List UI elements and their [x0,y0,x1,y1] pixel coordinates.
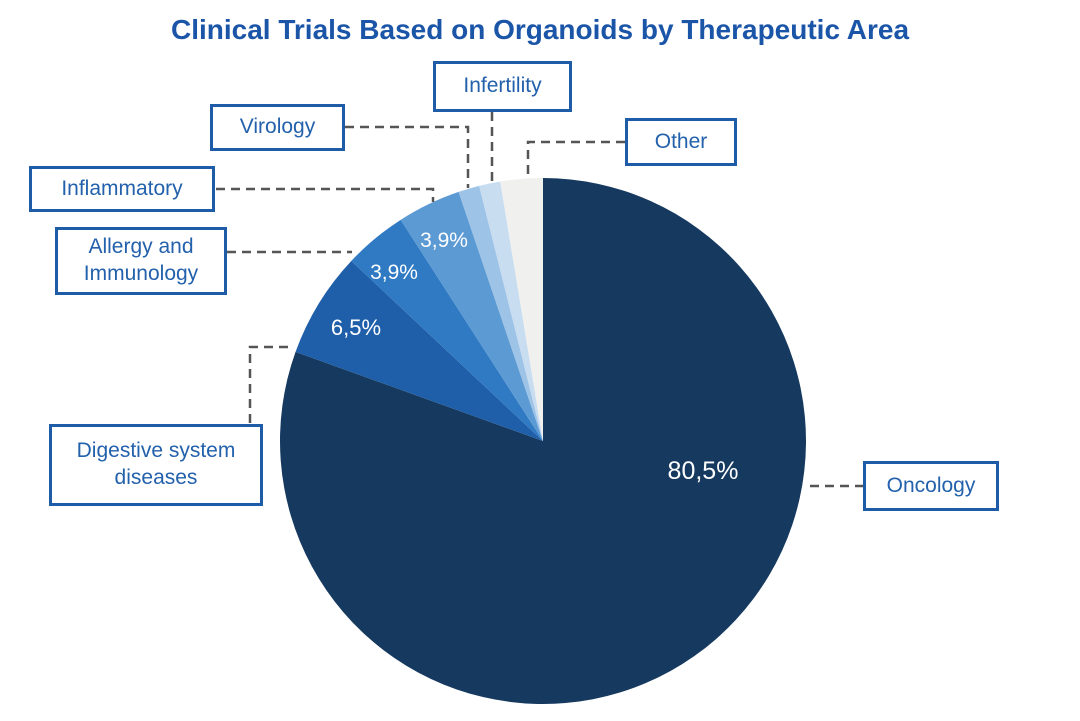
chart-title: Clinical Trials Based on Organoids by Th… [170,14,910,45]
callout-allergy-and-immunology: Allergy and Immunology [55,227,227,295]
leader-digestive [248,345,288,424]
value-label-inflammatory: 3,9% [420,229,468,252]
pie-value-labels: 80,5% 6,5% 3,9%3,9% [331,229,739,485]
callout-other: Other [625,118,737,166]
pie-slice-digestive-system-diseases [295,260,543,441]
callout-inflammatory: Inflammatory [29,166,215,212]
value-label-digestive-system-diseases: 6,5% [331,315,381,340]
leader-virology [345,125,470,188]
leader-other [526,140,625,178]
leader-lines [216,112,863,488]
value-label-allergy-and-immunology: 3,9% [370,261,418,284]
callout-infertility-label: Infertility [463,74,542,98]
value-label-oncology: 80,5% [668,457,739,485]
leader-inflammatory [216,187,435,202]
callout-oncology: Oncology [863,461,999,511]
pie-slice-inflammatory [400,191,543,441]
pie-slice-infertility [479,181,543,441]
pie-slices [280,178,807,704]
callout-other-label: Other [654,129,708,153]
callout-virology-label: Virology [239,115,316,139]
pie-slice-virology [458,185,543,441]
pie-slice-other [500,178,543,441]
callout-inflammatory-label: Inflammatory [61,176,183,200]
callout-infertility: Infertility [433,61,572,112]
callout-virology: Virology [210,104,345,151]
callout-digestive-system-diseases: Digestive system diseases [49,424,263,506]
callout-allergy-label: Allergy and Immunology [83,235,199,285]
callout-digestive-label: Digestive system diseases [76,439,236,489]
pie-slice-allergy-and-immunology [351,219,543,441]
pie-slice-oncology [280,178,807,704]
callout-oncology-label: Oncology [886,473,976,497]
